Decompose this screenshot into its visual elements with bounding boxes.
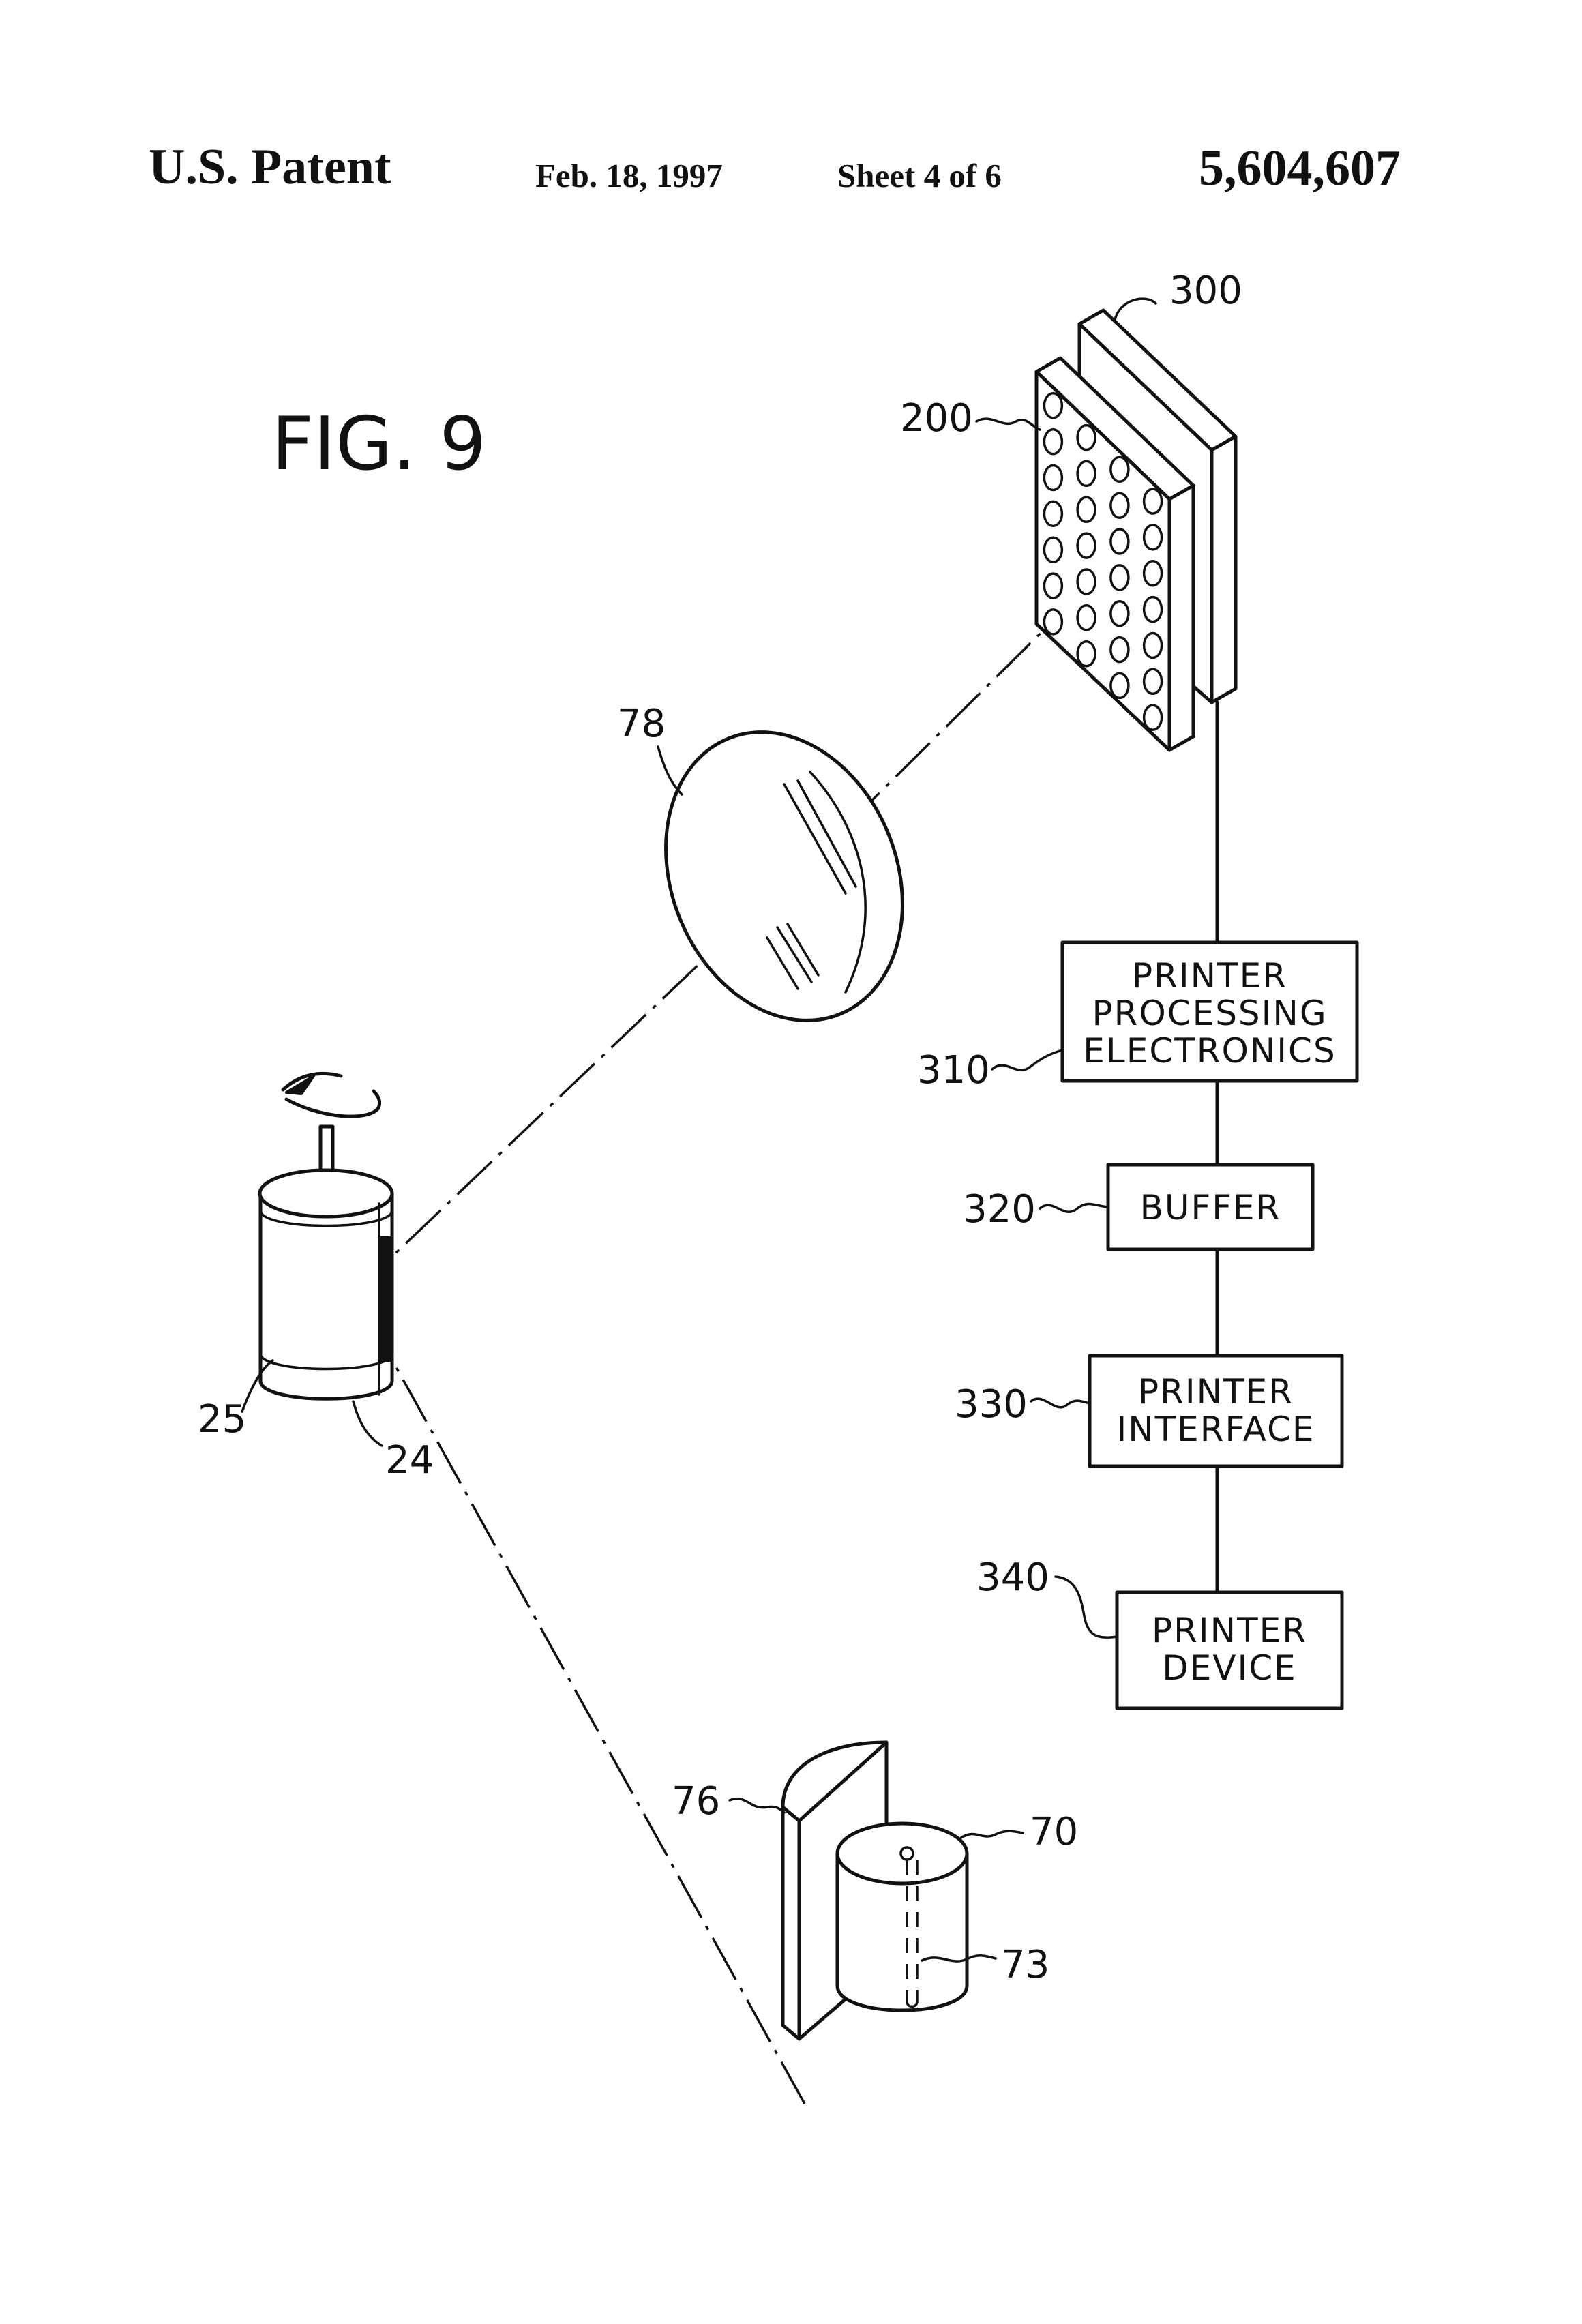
- array-element: [1111, 638, 1129, 662]
- leader-320: [1040, 1204, 1108, 1212]
- array-element: [1144, 597, 1162, 622]
- interface-line-1: PRINTER: [1138, 1372, 1294, 1412]
- beam-lamp-to-drum: [355, 1292, 805, 2104]
- processing-line-1: PRINTER: [1132, 956, 1287, 996]
- array-element: [1077, 461, 1095, 486]
- leader-310: [992, 1050, 1062, 1070]
- leader-340: [1056, 1577, 1117, 1637]
- ref-24: 24: [385, 1438, 434, 1483]
- array-element: [1077, 642, 1095, 666]
- array-element: [1111, 601, 1129, 626]
- array-element: [1144, 669, 1162, 694]
- array-element: [1044, 393, 1062, 418]
- leader-200: [976, 419, 1040, 430]
- array-element: [1144, 489, 1162, 513]
- printer-device-block: PRINTER DEVICE: [1117, 1592, 1342, 1708]
- interface-line-2: INTERFACE: [1116, 1410, 1315, 1449]
- array-element: [1044, 501, 1062, 526]
- ref-300: 300: [1169, 269, 1242, 313]
- rotating-drum: [260, 1073, 392, 1399]
- ref-320: 320: [963, 1187, 1036, 1232]
- ref-330: 330: [955, 1382, 1028, 1427]
- ref-70: 70: [1030, 1810, 1078, 1854]
- processing-line-2: PROCESSING: [1092, 994, 1327, 1033]
- array-element: [1077, 569, 1095, 594]
- leader-300: [1115, 299, 1156, 321]
- array-element: [1111, 529, 1129, 554]
- figure-title: FIG. 9: [271, 402, 486, 487]
- array-element: [1044, 466, 1062, 490]
- printer-processing-electronics-block: PRINTER PROCESSING ELECTRONICS: [1062, 942, 1357, 1081]
- array-element: [1144, 561, 1162, 586]
- device-line-1: PRINTER: [1152, 1611, 1307, 1650]
- ref-340: 340: [976, 1555, 1049, 1600]
- buffer-block: BUFFER: [1108, 1165, 1313, 1249]
- array-element: [1144, 634, 1162, 658]
- array-element: [1111, 457, 1129, 481]
- array-element: [1044, 430, 1062, 454]
- leader-24: [353, 1401, 382, 1446]
- device-line-2: DEVICE: [1162, 1648, 1297, 1688]
- lamp-70: [837, 1823, 967, 2010]
- buffer-label: BUFFER: [1140, 1188, 1281, 1227]
- array-element: [1077, 426, 1095, 450]
- array-element: [1077, 606, 1095, 630]
- printer-interface-block: PRINTER INTERFACE: [1090, 1356, 1342, 1466]
- ref-78: 78: [617, 702, 666, 746]
- array-element: [1111, 565, 1129, 590]
- ref-76: 76: [672, 1779, 720, 1823]
- array-element: [1077, 497, 1095, 522]
- ref-200: 200: [900, 396, 973, 441]
- array-element: [1111, 493, 1129, 518]
- ref-25: 25: [198, 1397, 246, 1442]
- processing-line-3: ELECTRONICS: [1083, 1031, 1336, 1071]
- ref-73: 73: [1001, 1943, 1049, 1987]
- ref-310: 310: [917, 1048, 990, 1092]
- lens-78: [624, 696, 944, 1056]
- array-element: [1044, 610, 1062, 634]
- array-element: [1044, 573, 1062, 598]
- array-element: [1077, 533, 1095, 558]
- array-element: [1044, 537, 1062, 562]
- array-element: [1144, 705, 1162, 730]
- leader-70: [960, 1831, 1023, 1838]
- leader-330: [1031, 1399, 1090, 1407]
- array-element: [1144, 525, 1162, 550]
- leader-76: [730, 1799, 784, 1813]
- array-element: [1111, 673, 1129, 698]
